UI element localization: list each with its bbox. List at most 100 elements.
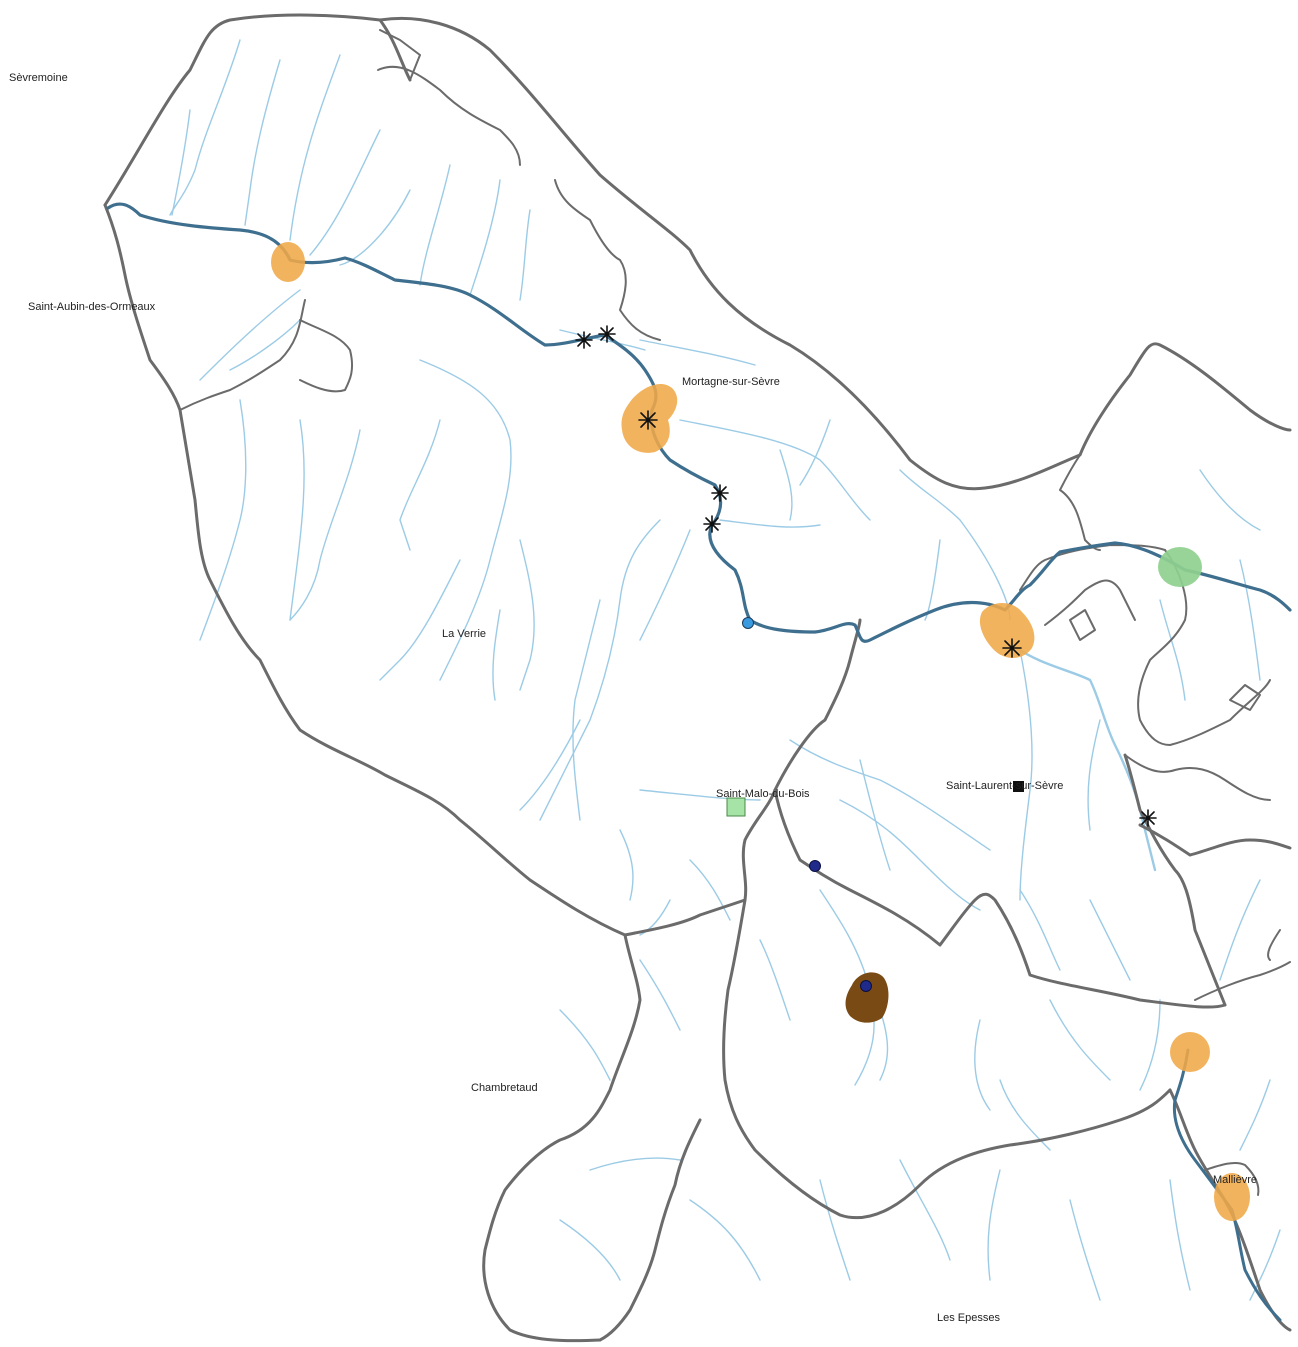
- brown-zone: [845, 972, 889, 1023]
- stream: [289, 429, 361, 621]
- commune-boundary: [1194, 961, 1291, 1001]
- stream: [199, 289, 301, 381]
- stream: [339, 189, 411, 266]
- stream: [789, 739, 991, 851]
- stream: [469, 179, 501, 296]
- stream: [519, 719, 581, 811]
- stream: [559, 1219, 621, 1281]
- stream: [379, 559, 461, 681]
- star-marker[interactable]: [638, 410, 658, 430]
- commune-boundary: [299, 319, 354, 393]
- dark-blue-point-marker[interactable]: [860, 980, 872, 992]
- stream: [639, 789, 761, 801]
- stream: [879, 1009, 889, 1081]
- stream: [229, 319, 301, 371]
- stream: [539, 519, 661, 821]
- star-marker[interactable]: [1139, 809, 1157, 827]
- star-marker[interactable]: [711, 484, 729, 502]
- star-marker[interactable]: [598, 325, 616, 343]
- stream: [1019, 889, 1061, 971]
- stream: [689, 859, 731, 921]
- district-boundary: [773, 788, 1227, 1009]
- stream: [987, 1169, 1001, 1281]
- dark-blue-point-marker[interactable]: [809, 860, 821, 872]
- stream: [244, 59, 281, 226]
- stream: [519, 539, 535, 691]
- place-label-saint-malo-du-bois: Saint-Malo-du-Bois: [716, 788, 810, 800]
- district-boundary: [103, 13, 1292, 491]
- boundaries-layer: [103, 13, 1292, 1343]
- stream: [559, 329, 646, 351]
- stream: [559, 1009, 611, 1081]
- star-marker[interactable]: [1002, 638, 1022, 658]
- star-markers-layer: [575, 325, 1157, 827]
- stream: [679, 419, 871, 521]
- black-square-marker[interactable]: [1013, 781, 1024, 792]
- stream: [1019, 649, 1033, 901]
- sub-boundaries-layer: [179, 29, 1291, 1196]
- stream: [999, 1079, 1051, 1151]
- commune-boundary: [554, 179, 661, 341]
- commune-boundary: [1124, 754, 1271, 801]
- district-boundary: [623, 788, 777, 937]
- stream: [309, 129, 381, 256]
- stream: [819, 1179, 851, 1281]
- commune-boundary: [1069, 609, 1096, 641]
- stream: [1219, 879, 1261, 981]
- place-label-saint-aubin-des-ormeaux: Saint-Aubin-des-Ormeaux: [28, 301, 156, 313]
- stream: [689, 1199, 761, 1281]
- place-label-mortagne-sur-sevre: Mortagne-sur-Sèvre: [682, 376, 780, 388]
- district-boundary: [722, 898, 1172, 1220]
- star-marker[interactable]: [575, 331, 593, 349]
- stream: [589, 1157, 681, 1171]
- star-marker[interactable]: [703, 515, 721, 533]
- commune-boundary: [379, 29, 421, 81]
- stream: [639, 339, 756, 366]
- green-zone: [1158, 547, 1202, 587]
- district-boundary: [773, 618, 862, 792]
- secondary-river: [1010, 643, 1157, 872]
- place-label-la-verrie: La Verrie: [442, 628, 487, 640]
- commune-boundary: [377, 65, 521, 166]
- place-label-les-epesses: Les Epesses: [937, 1312, 1000, 1324]
- place-label-chambretaud: Chambretaud: [471, 1082, 538, 1094]
- green-square-marker[interactable]: [726, 797, 746, 817]
- stream: [1169, 1179, 1191, 1291]
- stream: [839, 799, 981, 911]
- commune-boundary: [1044, 579, 1136, 626]
- stream: [1239, 1079, 1271, 1151]
- place-label-sevremoine: Sèvremoine: [9, 72, 68, 84]
- stream: [1159, 599, 1186, 701]
- main-river-southeast: [1172, 1048, 1282, 1322]
- stream: [1087, 719, 1101, 831]
- commune-boundary: [1137, 549, 1271, 746]
- orange-zones-layer: [271, 242, 1250, 1221]
- orange-zone: [271, 242, 305, 282]
- stream: [799, 419, 831, 486]
- district-boundary: [103, 203, 627, 937]
- orange-zone: [979, 603, 1035, 658]
- stream: [1089, 899, 1131, 981]
- district-boundary: [1138, 823, 1292, 857]
- light-blue-point-marker[interactable]: [742, 617, 754, 629]
- commune-boundary: [1267, 929, 1281, 961]
- place-label-saint-laurent-sur-sevre: Saint-Laurent-sur-Sèvre: [946, 780, 1064, 792]
- stream: [289, 419, 305, 621]
- stream: [639, 899, 671, 936]
- stream: [1239, 559, 1261, 681]
- stream: [399, 419, 441, 551]
- commune-boundary: [1204, 1161, 1260, 1196]
- district-boundary: [378, 18, 412, 82]
- orange-zone: [1214, 1173, 1250, 1221]
- commune-boundary: [1059, 454, 1101, 551]
- stream: [572, 599, 601, 821]
- stream: [169, 39, 241, 216]
- stream: [974, 1019, 991, 1111]
- stream: [1199, 469, 1261, 531]
- district-boundary: [598, 1118, 702, 1342]
- stream: [1249, 1229, 1281, 1301]
- stream: [899, 1159, 951, 1261]
- stream: [619, 829, 634, 901]
